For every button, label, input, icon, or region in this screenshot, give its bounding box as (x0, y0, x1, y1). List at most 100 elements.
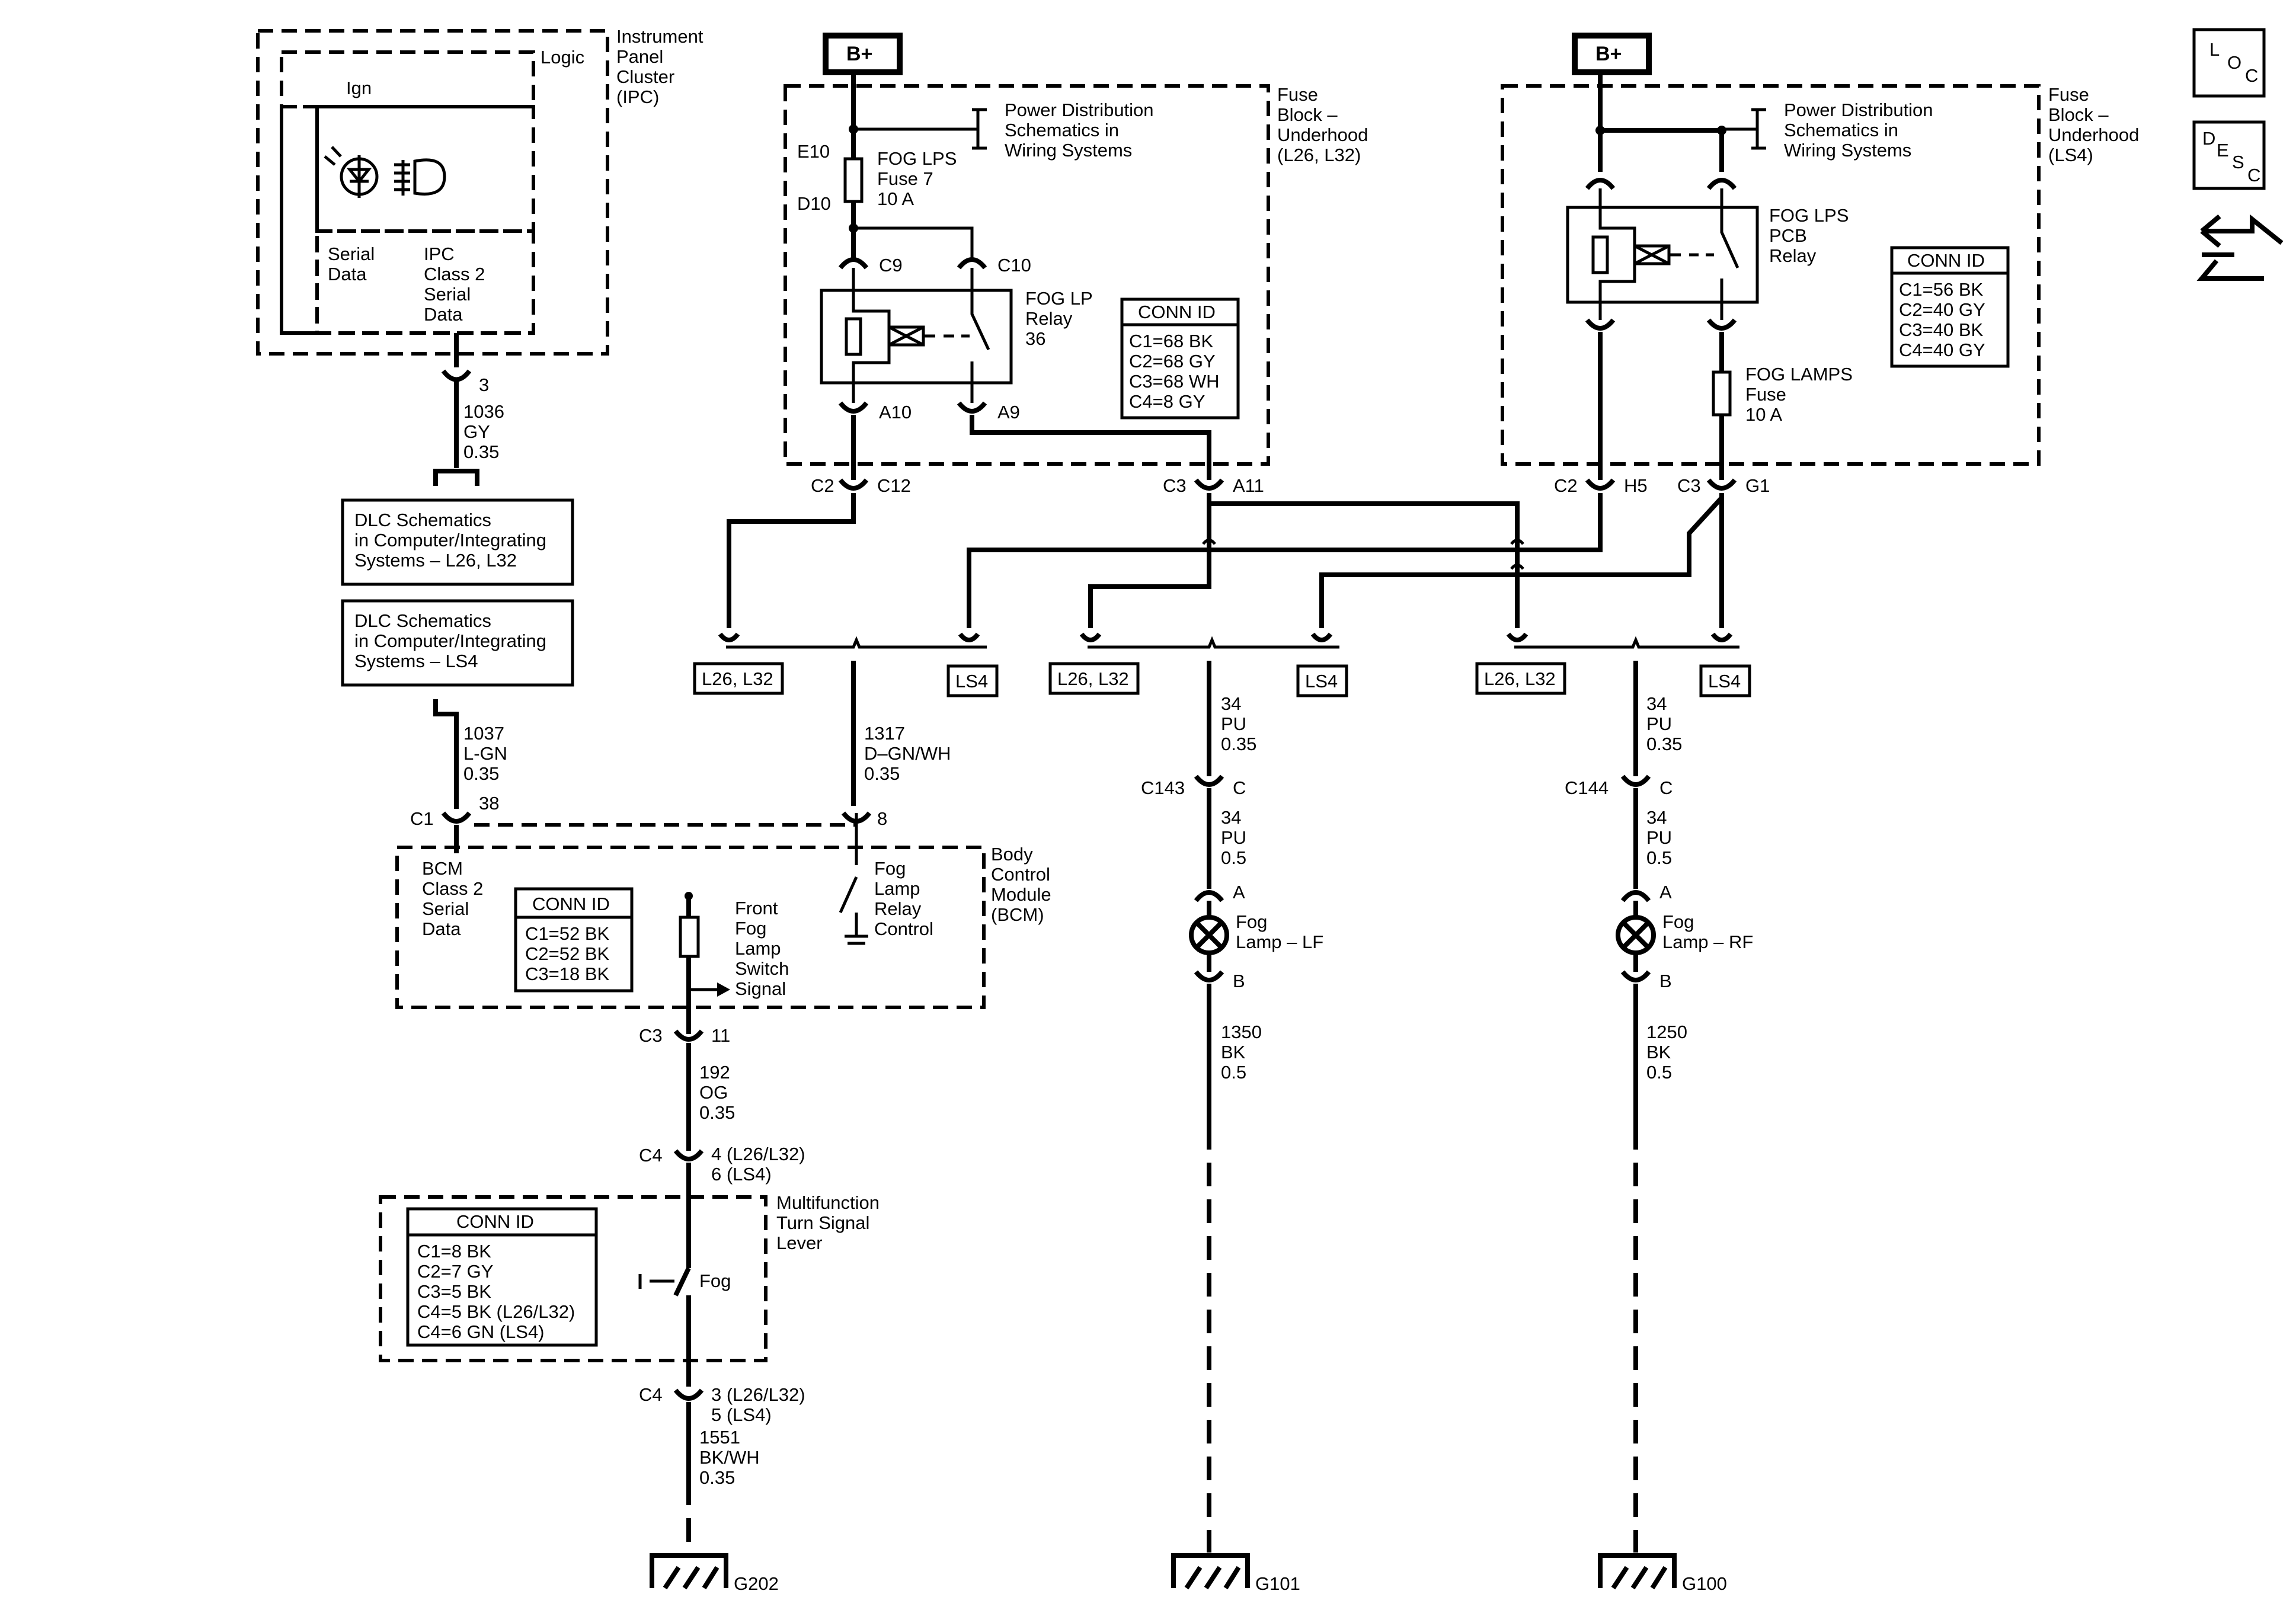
svg-text:DLC Schematics: DLC Schematics (354, 510, 491, 530)
svg-text:0.35: 0.35 (1646, 734, 1682, 754)
svg-text:C10: C10 (997, 255, 1031, 276)
svg-text:Relay: Relay (1769, 245, 1817, 266)
option-group-right: L26, L32 LS4 (1475, 632, 1751, 697)
svg-text:Lamp – RF: Lamp – RF (1662, 932, 1753, 952)
ground-g100: G100 (1598, 1553, 1727, 1594)
indicator-led-icon (324, 146, 379, 198)
svg-text:C9: C9 (879, 255, 903, 276)
svg-text:A9: A9 (997, 402, 1020, 422)
svg-text:3: 3 (479, 375, 489, 395)
svg-text:CONN ID: CONN ID (1138, 302, 1216, 322)
svg-text:L26, L32: L26, L32 (702, 668, 773, 689)
svg-text:Fuse: Fuse (1745, 384, 1786, 405)
svg-text:Switch: Switch (735, 958, 789, 979)
svg-text:C3: C3 (1677, 475, 1701, 496)
svg-text:C2: C2 (811, 475, 834, 496)
svg-text:B: B (1233, 971, 1245, 991)
svg-text:C1=68 BK: C1=68 BK (1129, 331, 1214, 351)
svg-text:Wiring Systems: Wiring Systems (1784, 140, 1911, 161)
svg-text:in Computer/Integrating: in Computer/Integrating (354, 630, 546, 651)
svg-text:DLC Schematics: DLC Schematics (354, 610, 491, 631)
svg-text:L26, L32: L26, L32 (1484, 668, 1556, 689)
svg-text:Instrument: Instrument (616, 26, 703, 47)
wire-1551-label: 1551 BK/WH 0.35 (699, 1427, 760, 1488)
svg-text:S: S (2232, 152, 2244, 172)
svg-text:Underhood: Underhood (2048, 124, 2139, 145)
pds-reference[interactable]: Power Distribution Schematics in Wiring … (1005, 100, 1154, 161)
lamp-rf-icon (1616, 915, 1656, 955)
svg-text:FOG LPS: FOG LPS (877, 148, 957, 169)
swap-arrows-icon[interactable] (2196, 214, 2284, 281)
svg-text:C4: C4 (639, 1145, 663, 1166)
svg-text:38: 38 (479, 793, 499, 814)
pds-reference-ls4[interactable]: Power Distribution Schematics in Wiring … (1784, 100, 1933, 161)
svg-text:D: D (2202, 128, 2215, 149)
dlc-schematics-ls4[interactable]: DLC Schematics in Computer/Integrating S… (341, 599, 574, 687)
fog-lamp-lf-circuit: 34 PU 0.35 C143 C 34 PU 0.5 A Fog Lamp –… (1141, 661, 1323, 1553)
svg-text:BK: BK (1221, 1042, 1246, 1062)
option-group-middle: L26, L32 LS4 (1048, 632, 1348, 697)
svg-text:Body: Body (991, 844, 1033, 865)
fuse-block-ls4: B+ Fuse Block – Underhood (LS4) Power Di… (1501, 33, 2139, 496)
svg-text:C1: C1 (410, 808, 434, 829)
svg-text:(IPC): (IPC) (616, 87, 659, 107)
svg-text:C2: C2 (1554, 475, 1578, 496)
svg-text:Module: Module (991, 884, 1051, 905)
svg-text:Relay: Relay (874, 898, 922, 919)
svg-text:1037: 1037 (463, 723, 504, 744)
svg-text:A: A (1659, 882, 1672, 902)
svg-text:C: C (1233, 777, 1246, 798)
svg-text:Fog: Fog (1662, 911, 1694, 932)
svg-text:Front: Front (735, 898, 778, 918)
svg-text:11: 11 (711, 1025, 730, 1046)
svg-text:C1=52 BK: C1=52 BK (525, 923, 610, 944)
svg-text:8: 8 (877, 808, 887, 829)
svg-text:LS4: LS4 (1305, 671, 1338, 692)
svg-text:C3=18 BK: C3=18 BK (525, 964, 610, 984)
svg-text:Power Distribution: Power Distribution (1005, 100, 1154, 120)
svg-text:0.35: 0.35 (463, 763, 499, 784)
svg-text:OG: OG (699, 1082, 728, 1103)
svg-text:C: C (2245, 65, 2258, 86)
svg-text:C12: C12 (877, 475, 911, 496)
svg-text:C3=68 WH: C3=68 WH (1129, 371, 1219, 392)
svg-text:Serial: Serial (328, 244, 375, 264)
svg-text:BK: BK (1646, 1042, 1671, 1062)
svg-text:IPC: IPC (424, 244, 455, 264)
svg-text:0.35: 0.35 (864, 763, 900, 784)
svg-text:C3=40 BK: C3=40 BK (1899, 319, 1984, 340)
loc-icon[interactable]: L O C (2192, 28, 2266, 98)
svg-text:CONN ID: CONN ID (456, 1211, 534, 1232)
svg-text:3 (L26/L32): 3 (L26/L32) (711, 1384, 805, 1405)
bcm-module: C1 38 Body Control Module (BCM) BCM Clas… (395, 793, 1051, 1034)
svg-text:0.5: 0.5 (1221, 1062, 1246, 1083)
svg-text:E: E (2217, 140, 2229, 161)
svg-text:1036: 1036 (463, 401, 504, 422)
dlc-schematics-l26-l32[interactable]: DLC Schematics in Computer/Integrating S… (341, 498, 574, 586)
svg-text:L-GN: L-GN (463, 743, 507, 764)
svg-text:Class 2: Class 2 (422, 878, 483, 899)
svg-text:Fog: Fog (1236, 911, 1267, 932)
svg-text:PCB: PCB (1769, 225, 1807, 246)
svg-text:34: 34 (1221, 807, 1241, 828)
svg-text:34: 34 (1646, 693, 1667, 714)
svg-text:A11: A11 (1233, 475, 1264, 496)
svg-text:PU: PU (1646, 827, 1672, 848)
svg-text:1350: 1350 (1221, 1022, 1262, 1042)
svg-text:Lever: Lever (776, 1233, 823, 1253)
svg-text:Panel: Panel (616, 46, 663, 67)
svg-text:Lamp: Lamp (735, 938, 781, 959)
svg-text:Logic: Logic (541, 47, 584, 68)
svg-text:0.35: 0.35 (699, 1467, 735, 1488)
svg-text:Wiring Systems: Wiring Systems (1005, 140, 1132, 161)
svg-text:Underhood: Underhood (1277, 124, 1368, 145)
desc-icon[interactable]: D E S C (2192, 120, 2266, 190)
svg-text:(LS4): (LS4) (2048, 145, 2093, 165)
svg-text:D–GN/WH: D–GN/WH (864, 743, 951, 764)
ipc-module: Instrument Panel Cluster (IPC) Logic Ign… (256, 26, 703, 468)
svg-text:C4=6 GN (LS4): C4=6 GN (LS4) (417, 1321, 545, 1342)
svg-text:C144: C144 (1565, 777, 1609, 798)
svg-text:1551: 1551 (699, 1427, 740, 1448)
svg-text:Cluster: Cluster (616, 66, 674, 87)
wire-1037-label: 1037 L-GN 0.35 (463, 723, 507, 784)
